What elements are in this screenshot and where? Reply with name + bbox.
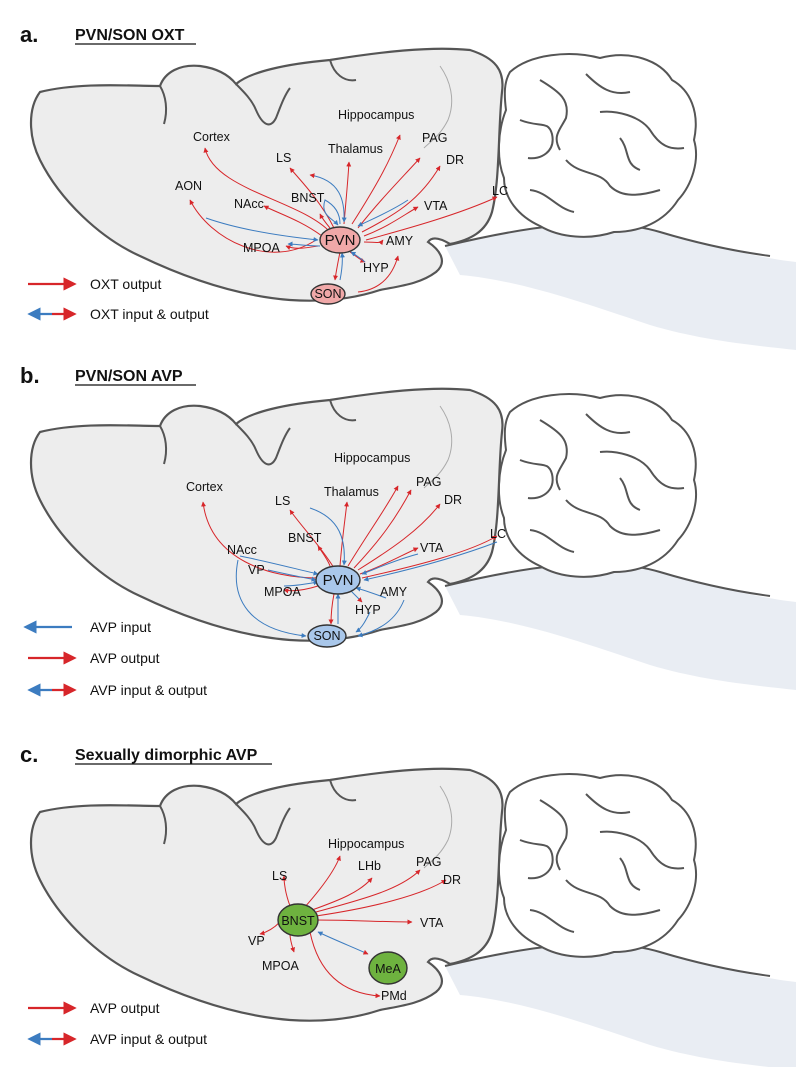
panel-c: c. Sexually dimorphic AVP BNST MeA — [20, 742, 796, 1067]
panel-a-letter: a. — [20, 22, 38, 47]
label-hyp-a: HYP — [363, 261, 389, 275]
label-pag-a: PAG — [422, 131, 447, 145]
legend-input-output-b: AVP input & output — [27, 682, 207, 698]
label-ls-a: LS — [276, 151, 291, 165]
panel-b-letter: b. — [20, 363, 40, 388]
panel-c-letter: c. — [20, 742, 38, 767]
label-aon-a: AON — [175, 179, 202, 193]
label-cortex-b: Cortex — [186, 480, 224, 494]
mea-node-c: MeA — [368, 951, 408, 985]
label-thalamus-b: Thalamus — [324, 485, 379, 499]
label-ls-c: LS — [272, 869, 287, 883]
label-vta-b: VTA — [420, 541, 444, 555]
projection-arrows-c — [259, 855, 447, 999]
panel-a-title: PVN/SON OXT — [75, 27, 185, 44]
son-label-a: SON — [314, 287, 341, 301]
label-dr-a: DR — [446, 153, 464, 167]
label-cortex-a: Cortex — [193, 130, 231, 144]
projection-arrows-b — [201, 485, 498, 639]
legend-input-output-label-b: AVP input & output — [90, 682, 207, 698]
legend-input-output-c: AVP input & output — [27, 1031, 207, 1047]
legend-b: AVP input AVP output AVP input & output — [23, 619, 207, 698]
label-pag-c: PAG — [416, 855, 441, 869]
label-dr-c: DR — [443, 873, 461, 887]
brain-outline-c — [29, 767, 796, 1067]
pvn-label-a: PVN — [325, 232, 356, 249]
son-node-a: SON — [310, 283, 346, 305]
bnst-label-c: BNST — [281, 914, 315, 928]
legend-a: OXT output OXT input & output — [27, 276, 209, 322]
panel-b-title: PVN/SON AVP — [75, 368, 183, 385]
label-thalamus-a: Thalamus — [328, 142, 383, 156]
label-pag-b: PAG — [416, 475, 441, 489]
legend-input-label-b: AVP input — [90, 619, 151, 635]
label-bnst-b: BNST — [288, 531, 322, 545]
region-labels-b: Hippocampus Cortex LS Thalamus PAG DR BN… — [186, 451, 506, 617]
label-amy-a: AMY — [386, 234, 414, 248]
label-amy-b: AMY — [380, 585, 408, 599]
legend-output-c: AVP output — [28, 1000, 160, 1016]
label-nacc-b: NAcc — [227, 543, 257, 557]
label-vp-c: VP — [248, 934, 265, 948]
legend-c: AVP output AVP input & output — [27, 1000, 207, 1047]
label-mpoa-c: MPOA — [262, 959, 299, 973]
label-hyp-b: HYP — [355, 603, 381, 617]
bnst-node-c: BNST — [277, 903, 319, 937]
label-hippocampus-a: Hippocampus — [338, 108, 414, 122]
legend-input-b: AVP input — [23, 619, 151, 635]
label-vp-b: VP — [248, 563, 265, 577]
label-nacc-a: NAcc — [234, 197, 264, 211]
label-lhb-c: LHb — [358, 859, 381, 873]
panel-b: b. PVN/SON AVP — [20, 363, 796, 698]
panel-a: a. PVN/SON OXT — [20, 22, 796, 352]
label-bnst-a: BNST — [291, 191, 325, 205]
pvn-node-a: PVN — [319, 226, 361, 254]
label-hippocampus-c: Hippocampus — [328, 837, 404, 851]
mea-label-c: MeA — [375, 962, 401, 976]
region-labels-c: Hippocampus LS LHb PAG DR VTA VP MPOA PM… — [248, 837, 461, 1003]
legend-output-b: AVP output — [28, 650, 160, 666]
panel-c-title: Sexually dimorphic AVP — [75, 747, 258, 764]
projection-arrows-a — [189, 134, 498, 293]
pvn-label-b: PVN — [323, 572, 354, 589]
legend-input-output-a: OXT input & output — [27, 306, 209, 322]
label-vta-c: VTA — [420, 916, 444, 930]
legend-input-output-label-a: OXT input & output — [90, 306, 209, 322]
legend-input-output-label-c: AVP input & output — [90, 1031, 207, 1047]
label-vta-a: VTA — [424, 199, 448, 213]
label-mpoa-b: MPOA — [264, 585, 301, 599]
legend-output-label-c: AVP output — [90, 1000, 160, 1016]
label-hippocampus-b: Hippocampus — [334, 451, 410, 465]
pvn-node-b: PVN — [315, 565, 361, 595]
legend-output-label-b: AVP output — [90, 650, 160, 666]
label-pmd-c: PMd — [381, 989, 407, 1003]
region-labels-a: Hippocampus Cortex LS Thalamus PAG DR AO… — [175, 108, 508, 275]
label-mpoa-a: MPOA — [243, 241, 280, 255]
legend-output-a: OXT output — [28, 276, 161, 292]
son-label-b: SON — [313, 629, 340, 643]
brain-outline-b — [29, 387, 796, 692]
label-lc-b: LC — [490, 527, 506, 541]
label-ls-b: LS — [275, 494, 290, 508]
son-node-b: SON — [307, 624, 347, 648]
label-dr-b: DR — [444, 493, 462, 507]
label-lc-a: LC — [492, 184, 508, 198]
legend-output-label-a: OXT output — [90, 276, 161, 292]
